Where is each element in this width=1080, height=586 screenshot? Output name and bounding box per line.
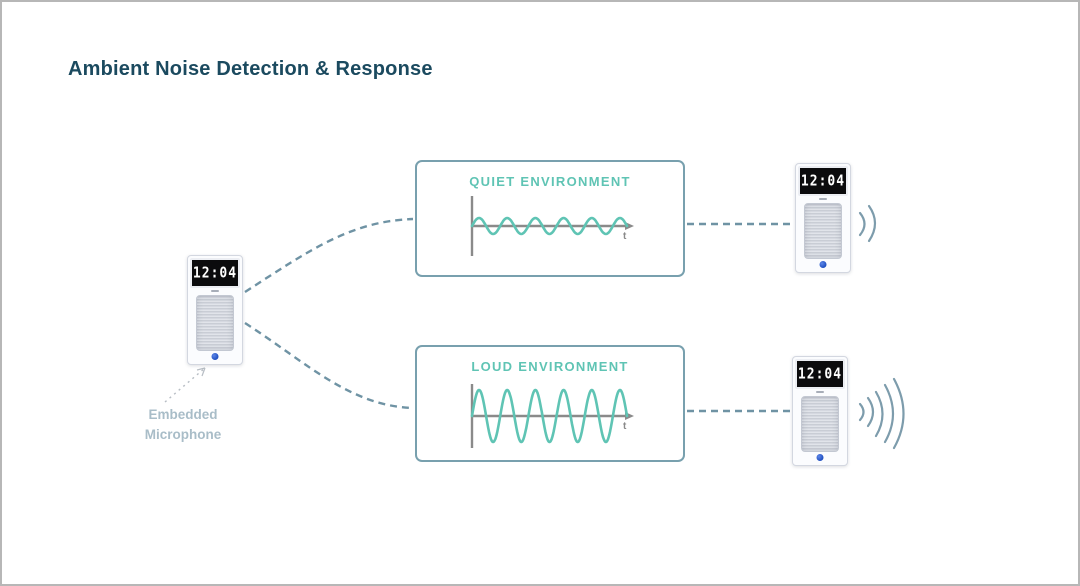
vent-icon bbox=[211, 290, 219, 292]
clock-time: 12:04 bbox=[800, 172, 846, 190]
loud-environment-label: LOUD ENVIRONMENT bbox=[471, 359, 629, 374]
loud-t-axis-label: t bbox=[623, 421, 627, 432]
loud-wave bbox=[470, 388, 629, 444]
quiet-environment-box: QUIET ENVIRONMENT t bbox=[415, 160, 685, 277]
connector-source-to-quiet bbox=[244, 217, 414, 294]
speaker-grille bbox=[196, 295, 234, 351]
embedded-microphone-label-line1: Embedded bbox=[148, 407, 218, 422]
vent-icon bbox=[816, 391, 824, 393]
clock-time: 12:04 bbox=[192, 264, 238, 282]
connector-source-to-loud bbox=[244, 321, 414, 410]
sound-waves-quiet-icon bbox=[858, 204, 877, 243]
clock-display: 12:04 bbox=[795, 359, 845, 389]
speaker-clock-device-source: 12:04 bbox=[187, 255, 243, 365]
vent-icon bbox=[819, 198, 827, 200]
speaker-clock-device-loud-response: 12:04 bbox=[792, 356, 848, 466]
loud-environment-box: LOUD ENVIRONMENT t bbox=[415, 345, 685, 462]
sound-waves-loud-icon bbox=[858, 377, 905, 450]
loud-waveform-chart: t bbox=[470, 384, 634, 448]
microphone-led-icon bbox=[819, 261, 827, 268]
embedded-microphone-label: Embedded Microphone bbox=[118, 405, 248, 445]
quiet-wave bbox=[470, 216, 629, 236]
microphone-pointer-arrow bbox=[164, 367, 206, 403]
clock-display: 12:04 bbox=[190, 258, 240, 288]
speaker-grille bbox=[801, 396, 839, 452]
quiet-t-axis-label: t bbox=[623, 231, 627, 242]
embedded-microphone-label-line2: Microphone bbox=[144, 427, 222, 442]
quiet-waveform-chart: t bbox=[470, 196, 634, 256]
speaker-clock-device-quiet-response: 12:04 bbox=[795, 163, 851, 273]
page-title: Ambient Noise Detection & Response bbox=[68, 58, 433, 80]
speaker-grille bbox=[804, 203, 842, 259]
clock-display: 12:04 bbox=[798, 166, 848, 196]
quiet-environment-label: QUIET ENVIRONMENT bbox=[469, 174, 631, 189]
microphone-led-icon bbox=[211, 353, 219, 360]
microphone-led-icon bbox=[816, 454, 824, 461]
clock-time: 12:04 bbox=[797, 365, 843, 383]
